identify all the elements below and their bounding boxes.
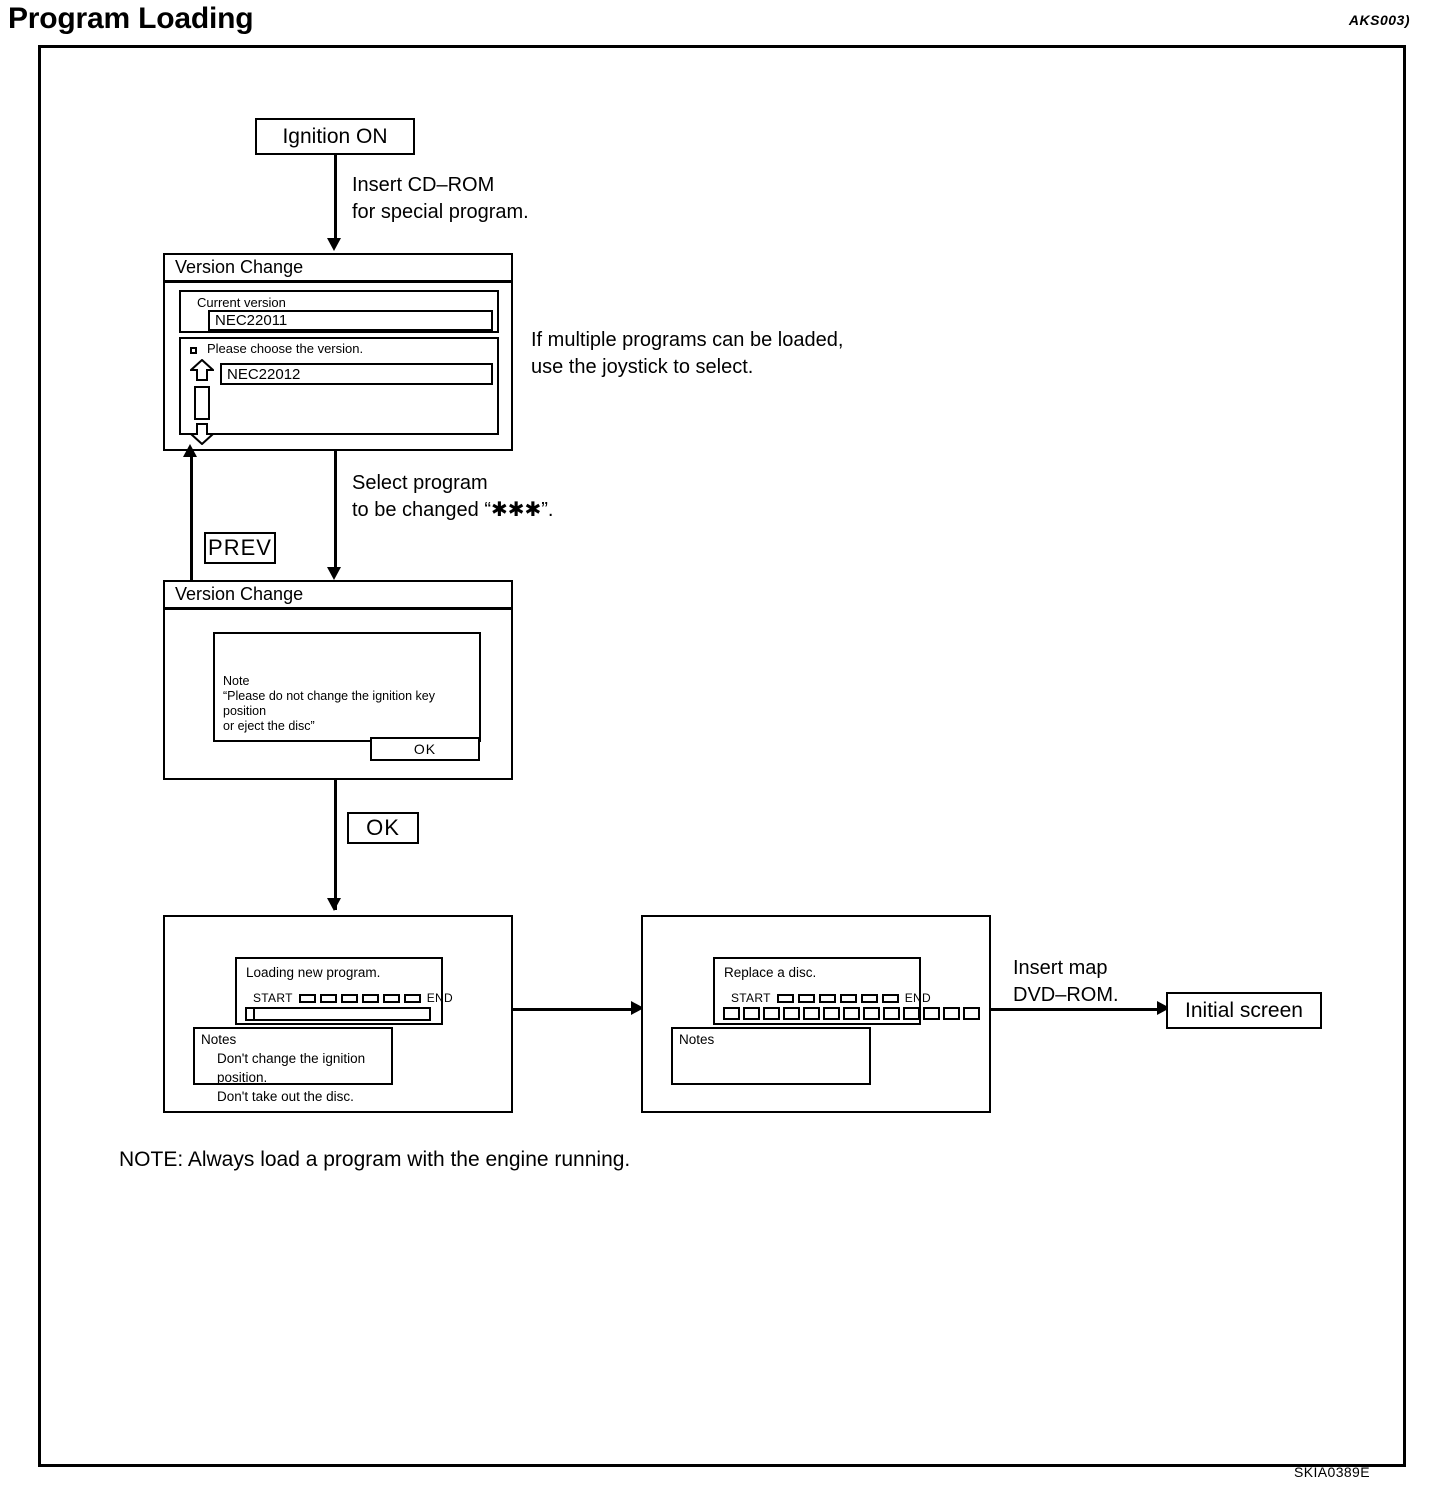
replace-caption: Replace a disc. bbox=[724, 965, 817, 980]
connector-select-to-note bbox=[334, 451, 337, 569]
bar-segment bbox=[843, 1007, 860, 1020]
current-version-field: NEC22011 bbox=[208, 310, 493, 331]
connector-prev-return bbox=[190, 455, 193, 582]
connector-note-to-loading bbox=[334, 780, 337, 910]
bar-segment bbox=[883, 1007, 900, 1020]
ignition-on-box: Ignition ON bbox=[255, 118, 415, 155]
choose-version-panel: Please choose the version. NEC22012 bbox=[179, 337, 499, 445]
ok-transition-label: OK bbox=[366, 815, 400, 840]
replace-notes-box: Notes bbox=[671, 1027, 871, 1085]
current-version-label: Current version bbox=[197, 295, 286, 310]
bar-segment bbox=[743, 1007, 760, 1020]
initial-screen-label: Initial screen bbox=[1185, 998, 1303, 1022]
arrowhead-right-replace bbox=[631, 1001, 644, 1015]
replace-progress-dialog: Replace a disc. START END bbox=[713, 957, 980, 1025]
replace-progress-ticks: START END bbox=[731, 991, 931, 1005]
loading-progress-ticks: START END bbox=[253, 991, 453, 1005]
note-dialog-body: “Please do not change the ignition key p… bbox=[223, 689, 435, 733]
loading-caption: Loading new program. bbox=[246, 965, 381, 980]
note-dialog: Note “Please do not change the ignition … bbox=[213, 632, 481, 742]
tick bbox=[860, 993, 878, 1003]
loading-progress-dialog: Loading new program. START END bbox=[235, 957, 453, 1025]
figure-id: SKIA0389E bbox=[1294, 1464, 1370, 1480]
loading-progress-bar bbox=[245, 1007, 431, 1021]
version-note-title: Version Change bbox=[165, 582, 511, 610]
loading-notes-box: Notes Don't change the ignition position… bbox=[193, 1027, 393, 1104]
version-select-title: Version Change bbox=[165, 255, 511, 283]
arrowhead-down-select bbox=[327, 567, 341, 580]
connector-loading-to-replace bbox=[513, 1008, 633, 1011]
loading-screen: Loading new program. START END Notes D bbox=[163, 915, 513, 1113]
tick bbox=[881, 993, 899, 1003]
current-version-panel: Current version NEC22011 bbox=[179, 290, 499, 333]
note-ok-label: OK bbox=[413, 741, 437, 757]
loading-start-label: START bbox=[253, 991, 293, 1005]
page-title: Program Loading bbox=[8, 2, 254, 35]
bar-segment bbox=[723, 1007, 740, 1020]
bar-segment bbox=[823, 1007, 840, 1020]
tick bbox=[382, 993, 400, 1003]
available-version-field[interactable]: NEC22012 bbox=[220, 363, 493, 385]
replace-screen: Replace a disc. START END bbox=[641, 915, 991, 1113]
tick bbox=[298, 993, 316, 1003]
arrowhead-down-ignition bbox=[327, 238, 341, 251]
insert-map-label: Insert map DVD–ROM. bbox=[1013, 957, 1119, 1006]
bar-segment bbox=[783, 1007, 800, 1020]
tick bbox=[319, 993, 337, 1003]
loading-notes-title: Notes bbox=[201, 1032, 237, 1047]
figure-frame bbox=[38, 45, 1406, 1467]
ok-transition-button[interactable]: OK bbox=[347, 812, 419, 844]
progress-bar-start-marker bbox=[247, 1009, 255, 1019]
replace-progress-bar bbox=[723, 1007, 980, 1020]
initial-screen-box: Initial screen bbox=[1166, 992, 1322, 1029]
bar-segment bbox=[803, 1007, 820, 1020]
bar-segment bbox=[943, 1007, 960, 1020]
version-note-screen: Version Change Note “Please do not chang… bbox=[163, 580, 513, 780]
scroll-thumb[interactable] bbox=[194, 386, 210, 420]
tick-group bbox=[776, 993, 899, 1003]
bottom-note: NOTE: Always load a program with the eng… bbox=[119, 1148, 631, 1171]
bar-segment bbox=[963, 1007, 980, 1020]
document-code: AKS003) bbox=[1348, 12, 1410, 28]
note-ok-button[interactable]: OK bbox=[370, 737, 480, 761]
tick bbox=[797, 993, 815, 1003]
tick bbox=[403, 993, 421, 1003]
replace-notes-title: Notes bbox=[679, 1032, 715, 1047]
ignition-on-label: Ignition ON bbox=[282, 124, 388, 148]
note-dialog-title: Note bbox=[223, 674, 250, 688]
bar-segment bbox=[763, 1007, 780, 1020]
bar-segment bbox=[923, 1007, 940, 1020]
tick bbox=[361, 993, 379, 1003]
replace-end-label: END bbox=[904, 991, 931, 1005]
tick bbox=[839, 993, 857, 1003]
connector-ignition-to-version bbox=[334, 155, 337, 240]
bar-segment bbox=[903, 1007, 920, 1020]
joystick-note: If multiple programs can be loaded, use … bbox=[531, 329, 844, 378]
version-select-screen: Version Change Current version NEC22011 … bbox=[163, 253, 513, 451]
prev-button-label: PREV bbox=[208, 535, 272, 560]
arrow-up-icon[interactable] bbox=[190, 359, 214, 381]
tick bbox=[818, 993, 836, 1003]
insert-cdrom-label: Insert CD–ROM for special program. bbox=[352, 174, 529, 223]
loading-notes-body: Don't change the ignition position. Don'… bbox=[217, 1051, 366, 1104]
choose-version-prompt: Please choose the version. bbox=[207, 341, 364, 356]
bar-segment bbox=[863, 1007, 880, 1020]
tick-group bbox=[298, 993, 421, 1003]
connector-replace-to-initial bbox=[991, 1008, 1161, 1011]
replace-start-label: START bbox=[731, 991, 771, 1005]
arrowhead-up-prev bbox=[183, 444, 197, 457]
arrow-down-icon[interactable] bbox=[190, 423, 214, 445]
bullet-square-icon bbox=[190, 347, 197, 354]
tick bbox=[776, 993, 794, 1003]
prev-button[interactable]: PREV bbox=[204, 532, 276, 564]
select-program-label: Select program to be changed “✱✱✱”. bbox=[352, 472, 554, 521]
arrowhead-down-loading bbox=[327, 898, 341, 911]
tick bbox=[340, 993, 358, 1003]
loading-end-label: END bbox=[426, 991, 453, 1005]
